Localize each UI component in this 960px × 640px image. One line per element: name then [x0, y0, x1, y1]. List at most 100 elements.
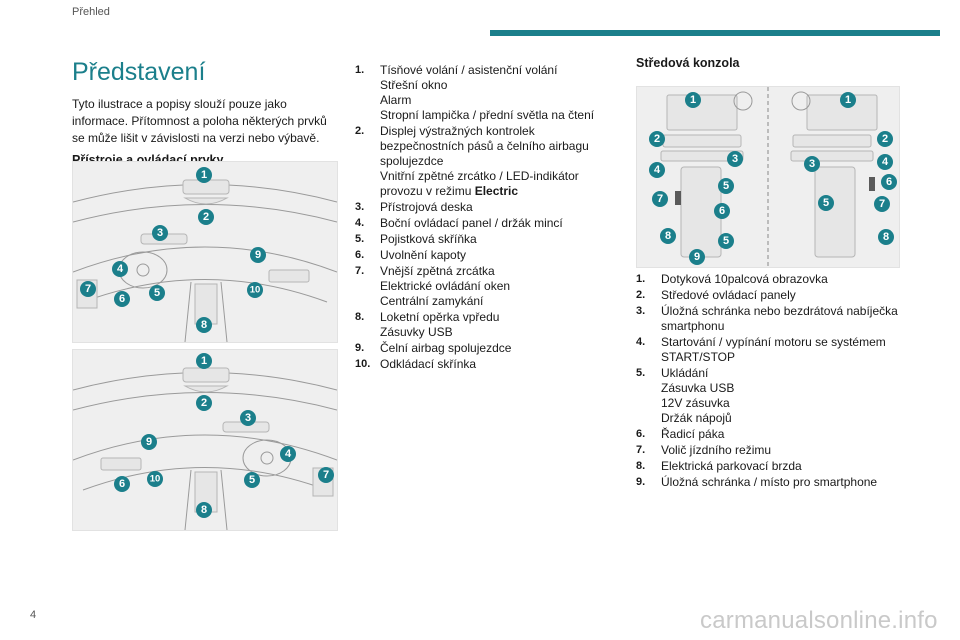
watermark: carmanualsonline.info — [700, 607, 938, 634]
svg-text:6: 6 — [119, 293, 125, 305]
svg-text:2: 2 — [201, 397, 207, 409]
badge-1: 1 — [196, 353, 212, 369]
badge-9: 9 — [250, 247, 266, 263]
svg-text:1: 1 — [845, 94, 851, 106]
badge-10: 10 — [247, 282, 263, 298]
svg-text:1: 1 — [690, 94, 696, 106]
list-item: 2.Středové ovládací panely — [636, 288, 796, 302]
intro-paragraph: Tyto ilustrace a popisy slouží pouze jak… — [72, 97, 327, 145]
badge-3: 3 — [727, 151, 743, 167]
badge-6: 6 — [714, 203, 730, 219]
badge-8: 8 — [878, 229, 894, 245]
svg-text:7: 7 — [323, 469, 329, 481]
badge-5: 5 — [818, 195, 834, 211]
badge-5: 5 — [244, 472, 260, 488]
svg-text:2: 2 — [203, 211, 209, 223]
badge-4: 4 — [112, 261, 128, 277]
badge-6: 6 — [114, 291, 130, 307]
badge-3: 3 — [240, 410, 256, 426]
svg-text:5: 5 — [723, 235, 729, 247]
badge-1: 1 — [840, 92, 856, 108]
svg-text:1: 1 — [201, 169, 207, 181]
svg-text:7: 7 — [879, 198, 885, 210]
console-column: Středová konzola — [636, 56, 916, 84]
svg-text:7: 7 — [85, 283, 91, 295]
badge-9: 9 — [141, 434, 157, 450]
svg-text:8: 8 — [665, 230, 671, 242]
badge-4: 4 — [649, 162, 665, 178]
badge-6: 6 — [114, 476, 130, 492]
intro-column: Představení Tyto ilustrace a popisy slou… — [72, 56, 340, 167]
dashboard-rhd-svg: 1 2 3 4 5 6 7 8 9 10 — [73, 353, 337, 530]
list-item: 2.Displej výstražných kontrolek bezpečno… — [355, 124, 589, 198]
svg-text:9: 9 — [146, 436, 152, 448]
list-item: 5.Pojistková skříňka — [355, 232, 477, 246]
badge-5: 5 — [149, 285, 165, 301]
page-title: Představení — [72, 58, 206, 86]
badge-2: 2 — [198, 209, 214, 225]
svg-text:5: 5 — [154, 287, 160, 299]
svg-text:8: 8 — [201, 504, 207, 516]
dashboard-illustration-rhd: 1 2 3 4 5 6 7 8 9 10 — [72, 349, 338, 531]
badge-7: 7 — [652, 191, 668, 207]
badge-7: 7 — [318, 467, 334, 483]
badge-10: 10 — [147, 471, 163, 487]
badge-8: 8 — [660, 228, 676, 244]
list-item: 4.Startování / vypínání motoru se systém… — [636, 335, 886, 364]
badge-1: 1 — [685, 92, 701, 108]
svg-text:10: 10 — [250, 285, 261, 296]
svg-text:2: 2 — [882, 133, 888, 145]
dashboard-illustration-lhd: 1 2 3 4 5 6 7 8 9 10 — [72, 161, 338, 343]
console-list: 1.Dotyková 10palcová obrazovka 2.Středov… — [636, 272, 916, 490]
section-header: Přehled — [72, 6, 110, 18]
badge-7: 7 — [80, 281, 96, 297]
badge-5: 5 — [718, 178, 734, 194]
svg-text:3: 3 — [157, 227, 163, 239]
page-number: 4 — [30, 609, 37, 621]
svg-text:10: 10 — [150, 474, 161, 485]
badge-8: 8 — [196, 317, 212, 333]
list-item: 9.Úložná schránka / místo pro smartphone — [636, 475, 878, 489]
svg-text:9: 9 — [694, 251, 700, 263]
list-item: 3.Úložná schránka nebo bezdrátová nabíje… — [636, 304, 898, 333]
list-item: 7.Volič jízdního režimu — [636, 443, 772, 457]
list-item: 3.Přístrojová deska — [355, 200, 473, 214]
badge-2: 2 — [877, 131, 893, 147]
badge-6: 6 — [881, 174, 897, 190]
svg-text:6: 6 — [719, 205, 725, 217]
svg-text:3: 3 — [245, 412, 251, 424]
center-console-illustration: 1 1 2 2 3 3 4 4 5 5 5 6 6 7 7 8 8 9 — [636, 86, 900, 268]
svg-text:4: 4 — [285, 448, 292, 460]
svg-text:5: 5 — [249, 474, 255, 486]
svg-text:8: 8 — [883, 231, 889, 243]
badge-1: 1 — [196, 167, 212, 183]
list-item: 10.Odkládací skřínka — [355, 357, 477, 371]
svg-text:8: 8 — [201, 319, 207, 331]
svg-text:4: 4 — [882, 156, 889, 168]
badge-9: 9 — [689, 249, 705, 265]
badge-3: 3 — [804, 156, 820, 172]
svg-text:7: 7 — [657, 193, 663, 205]
svg-text:5: 5 — [723, 180, 729, 192]
list-item: 4.Boční ovládací panel / držák mincí — [355, 216, 563, 230]
console-heading: Středová konzola — [636, 56, 740, 70]
svg-text:5: 5 — [823, 197, 829, 209]
console-list-column: 1.Dotyková 10palcová obrazovka 2.Středov… — [636, 272, 916, 491]
badge-2: 2 — [649, 131, 665, 147]
dashboard-lhd-svg: 1 2 3 4 5 6 7 8 9 10 — [73, 167, 337, 342]
badge-4: 4 — [280, 446, 296, 462]
svg-text:3: 3 — [809, 158, 815, 170]
svg-text:4: 4 — [654, 164, 661, 176]
svg-text:6: 6 — [886, 176, 892, 188]
badge-3: 3 — [152, 225, 168, 241]
badge-4: 4 — [877, 154, 893, 170]
list-item: 8.Elektrická parkovací brzda — [636, 459, 802, 473]
badge-8: 8 — [196, 502, 212, 518]
badge-7: 7 — [874, 196, 890, 212]
